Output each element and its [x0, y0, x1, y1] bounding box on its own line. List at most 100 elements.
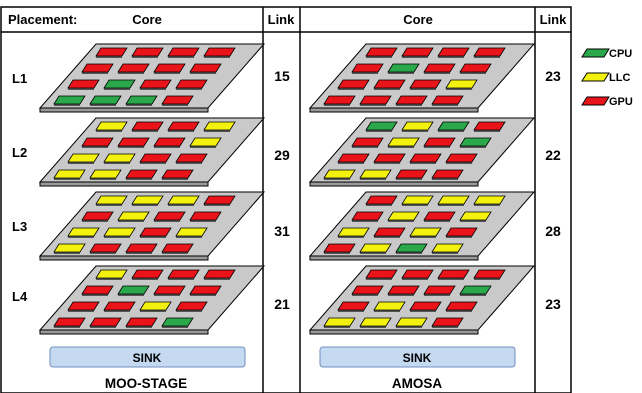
tile-gpu-amosa-l3-r3-c2: [373, 227, 406, 237]
tile-gpu-moo-l2-r3-c3: [139, 153, 172, 163]
tile-gpu-moo-l4-r1-c4: [203, 269, 236, 279]
tile-llc-amosa-l3-r4-c2: [359, 243, 392, 253]
tile-edge-amosa-l4-r4-c3: [396, 326, 422, 328]
tile-gpu-moo-l3-r3-c3: [139, 227, 172, 237]
tile-edge-amosa-l2-r4-c1: [324, 178, 350, 180]
tile-llc-moo-l3-r2-c2: [117, 211, 150, 221]
tile-edge-amosa-l2-r3-c2: [374, 162, 400, 164]
tile-llc-amosa-l4-r4-c2: [359, 317, 392, 327]
plate-amosa-l4: [308, 265, 536, 331]
tile-edge-moo-l4-r3-c4: [176, 310, 202, 312]
tile-gpu-amosa-l2-r2-c1: [351, 137, 384, 147]
tile-cpu-moo-l1-r3-c2: [103, 79, 136, 89]
plate-moo-l4: [38, 265, 266, 331]
tile-edge-amosa-l2-r2-c2: [388, 146, 414, 148]
tile-gpu-moo-l2-r3-c4: [175, 153, 208, 163]
plate-edge-amosa-l1: [309, 107, 479, 113]
tile-gpu-moo-l1-r3-c4: [175, 79, 208, 89]
tile-llc-amosa-l4-r4-c3: [395, 317, 428, 327]
tile-edge-amosa-l1-r1-c1: [366, 56, 392, 58]
plate-edge-moo-l4: [39, 329, 209, 335]
tile-edge-moo-l2-r4-c1: [54, 178, 80, 180]
tile-edge-moo-l2-r1-c1: [96, 130, 122, 132]
tile-edge-moo-l1-r1-c1: [96, 56, 122, 58]
legend-swatch-cpu: [581, 48, 610, 58]
tile-gpu-amosa-l4-r2-c3: [423, 285, 456, 295]
tile-llc-amosa-l3-r1-c2: [401, 195, 434, 205]
tile-cpu-amosa-l2-r1-c1: [365, 121, 398, 131]
legend-label-llc: LLC: [609, 72, 630, 84]
tile-edge-amosa-l3-r3-c2: [374, 236, 400, 238]
tile-edge-moo-l2-r3-c1: [68, 162, 94, 164]
tile-gpu-amosa-l1-r1-c3: [437, 47, 470, 57]
tile-llc-moo-l2-r1-c4: [203, 121, 236, 131]
tile-gpu-moo-l1-r4-c4: [161, 95, 194, 105]
tile-edge-amosa-l3-r3-c3: [410, 236, 436, 238]
tile-gpu-moo-l3-r4-c2: [89, 243, 122, 253]
tile-edge-amosa-l3-r4-c4: [432, 252, 458, 254]
tile-gpu-moo-l1-r2-c3: [153, 63, 186, 73]
tile-gpu-amosa-l1-r3-c1: [337, 79, 370, 89]
tile-llc-moo-l3-r3-c1: [67, 227, 100, 237]
tile-edge-moo-l1-r2-c3: [154, 72, 180, 74]
tile-edge-amosa-l3-r2-c4: [460, 220, 486, 222]
link-count-amosa-l4: 23: [545, 296, 561, 312]
tile-edge-moo-l4-r1-c4: [204, 278, 230, 280]
tile-gpu-amosa-l1-r1-c4: [473, 47, 506, 57]
tile-edge-moo-l1-r4-c3: [126, 104, 152, 106]
tile-gpu-amosa-l4-r3-c1: [337, 301, 370, 311]
tile-gpu-moo-l2-r1-c3: [167, 121, 200, 131]
tile-edge-moo-l3-r4-c3: [126, 252, 152, 254]
tile-cpu-moo-l1-r4-c2: [89, 95, 122, 105]
tile-cpu-amosa-l3-r4-c3: [395, 243, 428, 253]
tile-gpu-amosa-l2-r2-c3: [423, 137, 456, 147]
tile-gpu-moo-l1-r3-c3: [139, 79, 172, 89]
tile-gpu-amosa-l4-r1-c4: [473, 269, 506, 279]
placement-name-moo-stage: MOO-STAGE: [105, 376, 187, 391]
tile-llc-amosa-l3-r2-c4: [459, 211, 492, 221]
tile-edge-amosa-l3-r1-c2: [402, 204, 428, 206]
tile-gpu-moo-l2-r2-c2: [117, 137, 150, 147]
tile-gpu-moo-l1-r3-c1: [67, 79, 100, 89]
tile-edge-amosa-l3-r1-c1: [366, 204, 392, 206]
tile-gpu-moo-l2-r4-c3: [125, 169, 158, 179]
tile-edge-moo-l1-r2-c1: [82, 72, 108, 74]
tile-edge-amosa-l3-r3-c1: [338, 236, 364, 238]
tile-gpu-amosa-l4-r1-c2: [401, 269, 434, 279]
tile-edge-amosa-l1-r1-c3: [438, 56, 464, 58]
tile-cpu-amosa-l4-r2-c4: [459, 285, 492, 295]
link-count-amosa-l3: 28: [545, 223, 561, 239]
tile-cpu-moo-l4-r4-c4: [161, 317, 194, 327]
sink-box-amosa: [319, 346, 516, 368]
tile-edge-amosa-l1-r4-c4: [432, 104, 458, 106]
tile-gpu-moo-l1-r1-c3: [167, 47, 200, 57]
tile-llc-moo-l3-r1-c2: [131, 195, 164, 205]
tile-gpu-amosa-l4-r2-c2: [387, 285, 420, 295]
tile-edge-moo-l4-r2-c2: [118, 294, 144, 296]
tile-edge-moo-l2-r3-c4: [176, 162, 202, 164]
legend-swatch-gpu: [581, 96, 610, 106]
tile-edge-moo-l1-r3-c1: [68, 88, 94, 90]
tile-edge-moo-l2-r4-c2: [90, 178, 116, 180]
tile-gpu-amosa-l1-r4-c3: [395, 95, 428, 105]
tile-edge-moo-l3-r1-c1: [96, 204, 122, 206]
tile-edge-amosa-l3-r2-c1: [352, 220, 378, 222]
tile-edge-amosa-l4-r3-c3: [410, 310, 436, 312]
tile-llc-moo-l3-r1-c3: [167, 195, 200, 205]
tile-gpu-amosa-l1-r4-c4: [431, 95, 464, 105]
link-header-right: Link: [540, 12, 567, 27]
tile-edge-amosa-l3-r2-c2: [388, 220, 414, 222]
tile-gpu-moo-l4-r3-c2: [103, 301, 136, 311]
placement-label: Placement:: [8, 12, 77, 27]
tile-gpu-moo-l4-r1-c3: [167, 269, 200, 279]
tile-edge-moo-l2-r4-c3: [126, 178, 152, 180]
tile-edge-amosa-l1-r4-c3: [396, 104, 422, 106]
tile-llc-amosa-l4-r4-c1: [323, 317, 356, 327]
tile-gpu-amosa-l1-r2-c4: [459, 63, 492, 73]
tile-gpu-moo-l2-r4-c4: [161, 169, 194, 179]
level-label-l3: L3: [12, 219, 27, 234]
tile-llc-moo-l2-r3-c1: [67, 153, 100, 163]
tile-edge-moo-l1-r3-c3: [140, 88, 166, 90]
tile-gpu-amosa-l4-r4-c4: [431, 317, 464, 327]
sink-label-amosa: SINK: [403, 351, 432, 365]
